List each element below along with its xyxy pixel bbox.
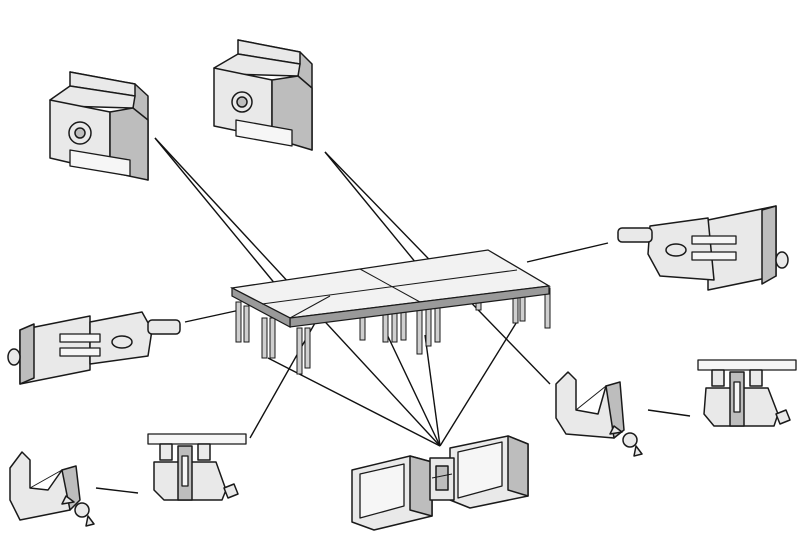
platform-left-edge bbox=[231, 287, 291, 329]
leader-line bbox=[154, 137, 291, 303]
leader-line bbox=[382, 325, 441, 447]
deck-clamp-right bbox=[213, 39, 313, 151]
side-clamp-right bbox=[617, 205, 789, 291]
staging-platform bbox=[229, 249, 551, 375]
leader-line bbox=[324, 151, 431, 281]
leader-lines bbox=[95, 137, 691, 494]
leg-holder-left bbox=[9, 451, 95, 527]
leader-line bbox=[647, 409, 691, 417]
deck-clamp-left bbox=[49, 71, 149, 181]
support-detail-left bbox=[147, 433, 247, 501]
leader-line bbox=[526, 242, 609, 263]
leg-connector-center bbox=[351, 435, 529, 531]
side-clamp-left bbox=[7, 311, 181, 385]
platform-legs bbox=[235, 287, 551, 375]
leader-line bbox=[184, 309, 241, 323]
leader-line bbox=[95, 487, 139, 494]
leader-line bbox=[267, 357, 441, 447]
leader-line bbox=[439, 319, 519, 447]
support-detail-right bbox=[697, 359, 797, 427]
leg-holder-right bbox=[555, 371, 643, 457]
leader-line bbox=[424, 334, 441, 447]
